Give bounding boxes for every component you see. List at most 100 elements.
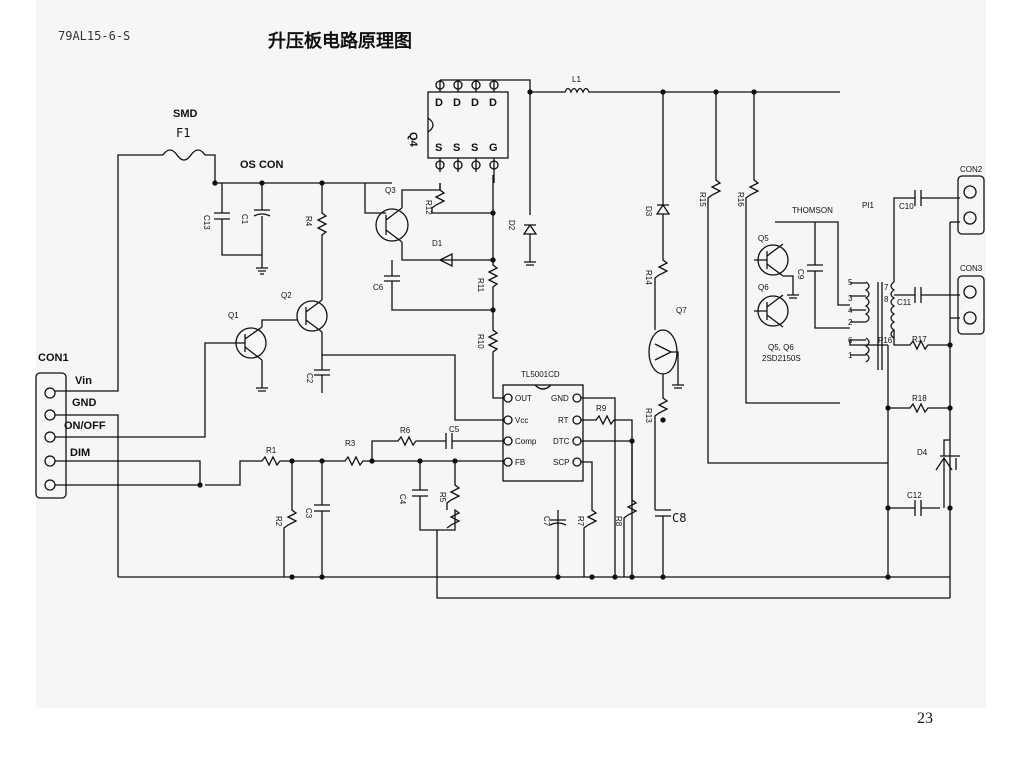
q5-q6-part: 2SD2150S	[762, 354, 801, 363]
svg-text:D2: D2	[507, 220, 516, 231]
l1-label: L1	[572, 75, 581, 84]
q5-q6-note: Q5, Q6	[768, 343, 794, 352]
svg-text:R12: R12	[424, 200, 433, 215]
svg-text:R10: R10	[476, 334, 485, 349]
driver-section: Q3 R12 D1 C6 R11 R10	[364, 175, 503, 399]
svg-text:Q7: Q7	[676, 306, 687, 315]
ic-label: TL5001CD	[521, 370, 560, 379]
winding-pin-3: 3	[848, 294, 853, 303]
svg-text:R6: R6	[400, 426, 411, 435]
q4-pin-s3: S	[471, 142, 478, 154]
boost-inductor: L1 D2	[507, 75, 840, 266]
circuit-diagram: CON1 Vin GND ON/OFF DIM SMD F1 OS CON C1…	[35, 75, 985, 599]
q4-pin-d1: D	[435, 97, 443, 109]
ic-pin-rt: RT	[558, 416, 569, 425]
scanned-schematic-area	[36, 0, 986, 708]
svg-text:D4: D4	[917, 448, 928, 457]
svg-text:C5: C5	[449, 425, 460, 434]
pwm-controller-ic: TL5001CD OUT Vcc Comp FB GND RT DTC SCP …	[502, 370, 638, 577]
winding-pin-4: 4	[848, 306, 853, 315]
svg-text:R11: R11	[476, 278, 485, 293]
svg-text:C3: C3	[304, 508, 313, 519]
document-code: 79AL15-6-S	[58, 29, 131, 43]
compensation-network: R1 R3 R6 C5 C4 R5 R2 C3	[55, 425, 950, 599]
svg-text:R7: R7	[576, 516, 585, 527]
output-connectors: CON2 CON3	[950, 165, 985, 335]
vin-net: SMD F1 OS CON	[55, 108, 392, 392]
svg-text:C13: C13	[202, 215, 211, 230]
svg-text:R2: R2	[274, 516, 283, 527]
con3-label: CON3	[960, 264, 983, 273]
os-con-label: OS CON	[240, 159, 283, 171]
svg-text:C12: C12	[907, 491, 922, 500]
svg-text:R3: R3	[345, 439, 356, 448]
junction-dots	[197, 89, 953, 580]
thomson-label: THOMSON	[792, 206, 833, 215]
page-title: 升压板电路原理图	[268, 31, 412, 52]
svg-text:R18: R18	[912, 394, 927, 403]
ic-pin-gnd: GND	[551, 394, 569, 403]
mosfet-q4: D D D D S S S G Q4	[407, 79, 531, 183]
svg-text:R9: R9	[596, 404, 607, 413]
transformer-pi1: PI1 5 3 4 2 6 1 7 8 P16 C10 C11 R17 R18 …	[848, 190, 960, 598]
svg-text:R8: R8	[614, 516, 623, 527]
svg-text:C4: C4	[398, 494, 407, 505]
ic-pin-fb: FB	[515, 458, 525, 467]
inverter-section: R15 R16 THOMSON C9 Q5 Q6 Q5, Q6 2SD2150S	[698, 92, 889, 464]
winding-pin-5: 5	[848, 278, 853, 287]
q4-pin-d2: D	[453, 97, 461, 109]
transformer-label: PI1	[862, 201, 875, 210]
svg-text:R4: R4	[304, 216, 313, 227]
svg-text:C1: C1	[240, 214, 249, 225]
svg-text:R16: R16	[736, 192, 745, 207]
con1-pin-gnd: GND	[72, 397, 97, 409]
svg-text:Q2: Q2	[281, 291, 292, 300]
svg-text:D1: D1	[432, 239, 443, 248]
con1-connector: CON1 Vin GND ON/OFF DIM	[35, 352, 106, 499]
svg-text:P16: P16	[878, 336, 893, 345]
svg-text:C2: C2	[305, 373, 314, 384]
con1-pin-vin: Vin	[75, 375, 92, 387]
winding-pin-1: 1	[848, 351, 853, 360]
con2-label: CON2	[960, 165, 983, 174]
svg-text:C7: C7	[542, 516, 551, 527]
svg-text:Q5: Q5	[758, 234, 769, 243]
ic-pin-vcc: Vcc	[515, 416, 528, 425]
svg-text:C9: C9	[796, 269, 805, 280]
svg-text:C10: C10	[899, 202, 914, 211]
ic-pin-comp: Comp	[515, 437, 537, 446]
ic-pin-scp: SCP	[553, 458, 569, 467]
con1-pin-onoff: ON/OFF	[64, 420, 106, 432]
svg-text:R13: R13	[644, 408, 653, 423]
q4-pin-s2: S	[453, 142, 460, 154]
svg-text:R1: R1	[266, 446, 277, 455]
svg-text:R15: R15	[698, 192, 707, 207]
con1-label: CON1	[38, 352, 69, 364]
svg-text:Q6: Q6	[758, 283, 769, 292]
q4-label: Q4	[407, 132, 419, 148]
startup-section: R4 Q2 C2 Q1	[55, 183, 503, 577]
winding-pin-8: 8	[884, 295, 889, 304]
svg-text:Q3: Q3	[385, 186, 396, 195]
con1-pin-dim: DIM	[70, 447, 90, 459]
q4-pin-s1: S	[435, 142, 442, 154]
q4-pin-g: G	[489, 142, 498, 154]
q4-pin-d4: D	[489, 97, 497, 109]
ic-pin-out: OUT	[515, 394, 532, 403]
page-number: 23	[917, 710, 933, 727]
winding-pin-7: 7	[884, 283, 889, 292]
svg-text:D3: D3	[644, 206, 653, 217]
svg-text:C8: C8	[672, 511, 686, 525]
input-capacitors: C13 C1	[202, 183, 271, 275]
svg-text:R17: R17	[912, 335, 927, 344]
feedback-section: D3 R14 Q7 R13 C8	[644, 92, 687, 577]
svg-text:R14: R14	[644, 270, 653, 285]
svg-text:C6: C6	[373, 283, 384, 292]
ic-pin-dtc: DTC	[553, 437, 570, 446]
winding-pin-2: 2	[848, 318, 853, 327]
fuse-ref-label: F1	[176, 126, 190, 140]
fuse-type-label: SMD	[173, 108, 198, 120]
svg-text:Q1: Q1	[228, 311, 239, 320]
svg-text:C11: C11	[897, 298, 912, 307]
